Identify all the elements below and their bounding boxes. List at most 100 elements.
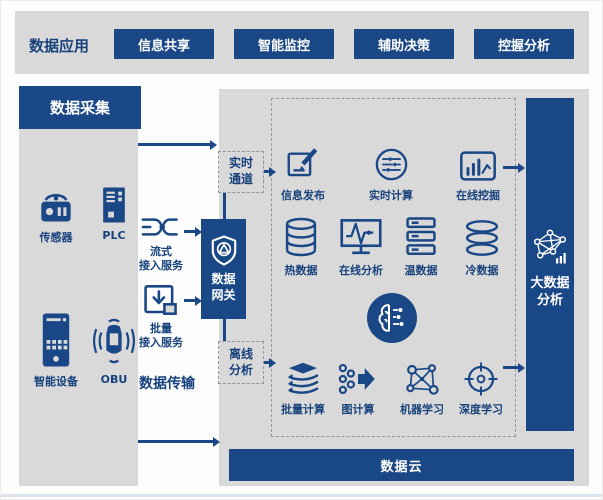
device-sensor: 传感器: [27, 187, 85, 245]
realtime-channel-label: 实时 通道: [229, 156, 253, 187]
app-button-label: 信息共享: [137, 38, 190, 54]
gateway-line1: 数据: [211, 271, 236, 286]
offline-analysis-label: 离线 分析: [229, 347, 253, 378]
platform-node-label: 热数据: [284, 264, 318, 277]
device-smart: 智能设备: [27, 309, 85, 389]
platform-node-label: 实时计算: [369, 189, 413, 202]
offline-line1: 离线: [228, 346, 253, 361]
platform-node-realtime-compute: 实时计算: [359, 145, 423, 203]
bigdata-line2: 分析: [536, 292, 563, 308]
sensor-icon: [35, 187, 77, 225]
realtime-line2: 通道: [228, 172, 253, 186]
platform-node-hot-data: 热数据: [269, 214, 333, 278]
data-cloud-label: 数据云: [380, 459, 423, 475]
bigdata-label: 大数据 分析: [530, 276, 569, 310]
service-label-line2: 接入服务: [139, 258, 183, 272]
collection-panel: [19, 129, 138, 486]
arrow-deep-to-bigdata: [503, 362, 525, 373]
deep-learning-icon: [463, 357, 499, 397]
platform-node-label: 在线挖掘: [456, 189, 500, 202]
realtime-line1: 实时: [228, 156, 253, 171]
platform-node-batch-compute: 批量计算: [271, 357, 335, 417]
platform-node-online-analysis: 在线分析: [329, 214, 393, 278]
offline-analysis-box: 离线 分析: [218, 341, 264, 384]
service-label-line1: 批量: [150, 322, 172, 335]
app-button-label: 辅助决策: [377, 38, 430, 54]
platform-node-cold-data: 冷数据: [450, 214, 514, 278]
bigdata-line1: 大数据: [530, 276, 570, 291]
device-plc: PLC: [91, 185, 137, 242]
stream-access-icon: [139, 213, 183, 241]
arrow-collection-to-cloud: [138, 436, 220, 447]
platform-node-label: 深度学习: [459, 403, 503, 416]
obu-icon: [92, 309, 136, 369]
machine-learning-icon: [402, 357, 442, 397]
ai-brain-icon: [367, 293, 417, 343]
offline-line2: 分析: [228, 362, 253, 377]
line-gateway-down: [223, 319, 226, 341]
arrow-stream-to-gateway: [184, 226, 202, 237]
platform-node-label: 信息发布: [281, 189, 325, 202]
bottom-accent-line: [1, 494, 602, 497]
arrow-batch-to-gateway: [184, 295, 202, 306]
platform-boundary: [271, 98, 516, 437]
network-graph-icon: [532, 228, 568, 266]
arrow-mining-to-bigdata: [503, 162, 525, 173]
service-stream-access: 流式 接入服务: [135, 213, 187, 273]
data-gateway-box: 数据 网关: [201, 219, 246, 319]
mining-icon: [458, 145, 498, 183]
device-label: PLC: [102, 229, 126, 242]
platform-node-publish: 信息发布: [271, 145, 335, 203]
app-button-decision-support: 辅助决策: [354, 29, 454, 59]
service-batch-access: 批量 接入服务: [135, 282, 187, 350]
smart-device-icon: [39, 309, 73, 369]
app-button-control-analysis: 控握分析: [474, 29, 574, 59]
publish-icon: [284, 145, 322, 183]
device-label: 智能设备: [34, 375, 78, 388]
device-obu: OBU: [89, 309, 139, 386]
gateway-label: 数据 网关: [211, 272, 235, 303]
bigdata-analysis-bar: 大数据 分析: [526, 98, 574, 431]
realtime-channel-box: 实时 通道: [218, 151, 264, 193]
platform-node-label: 冷数据: [465, 264, 499, 277]
service-label-line1: 流式: [150, 245, 172, 258]
app-button-info-sharing: 信息共享: [114, 29, 214, 59]
line-gateway-up: [223, 193, 226, 219]
app-bar-title: 数据应用: [29, 37, 90, 55]
arrow-collection-to-realtime: [138, 139, 217, 150]
hot-database-icon: [283, 214, 319, 258]
platform-node-mining: 在线挖掘: [446, 145, 510, 203]
data-cloud-bar: 数据云: [229, 449, 574, 481]
platform-node-graph-compute: 图计算: [326, 357, 390, 417]
arrow-realtime-to-platform: [264, 166, 276, 177]
collection-title: 数据采集: [49, 99, 110, 117]
device-label: 传感器: [39, 231, 73, 244]
transmission-title: 数据传输: [139, 376, 195, 392]
platform-node-label: 温数据: [404, 264, 438, 277]
monitor-pulse-icon: [339, 214, 383, 258]
cold-disc-stack-icon: [463, 214, 501, 258]
service-label: 批量 接入服务: [139, 322, 183, 350]
service-label: 流式 接入服务: [139, 245, 183, 273]
app-button-smart-monitoring: 智能监控: [234, 29, 334, 59]
platform-node-machine-learning: 机器学习: [390, 357, 454, 417]
collection-header: 数据采集: [19, 86, 141, 129]
realtime-compute-icon: [373, 145, 410, 183]
shield-gateway-icon: [210, 235, 238, 266]
platform-node-label: 在线分析: [339, 264, 383, 277]
platform-node-deep-learning: 深度学习: [449, 357, 513, 417]
platform-node-warm-data: 温数据: [389, 214, 453, 278]
app-button-label: 控握分析: [497, 38, 550, 54]
batch-access-icon: [142, 282, 180, 318]
graph-compute-icon: [337, 357, 379, 397]
arrow-offline-to-platform: [264, 357, 276, 368]
layer-stack-icon: [284, 357, 322, 397]
plc-icon: [99, 185, 129, 225]
app-button-label: 智能监控: [257, 38, 310, 54]
device-label: OBU: [100, 373, 128, 386]
platform-node-label: 图计算: [341, 403, 375, 416]
server-rack-icon: [404, 214, 438, 258]
gateway-line2: 网关: [211, 287, 236, 302]
service-label-line2: 接入服务: [139, 335, 183, 349]
